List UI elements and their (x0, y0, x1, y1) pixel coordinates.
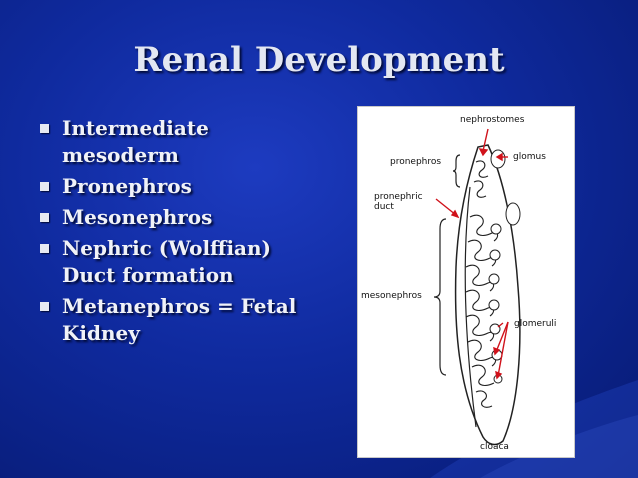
bullet-item: Metanephros = Fetal Kidney (40, 293, 330, 347)
bullet-list: Intermediate mesoderm Pronephros Mesonep… (40, 115, 330, 351)
bullet-item: Pronephros (40, 173, 330, 200)
slide-title: Renal Development (133, 40, 505, 80)
label-cloaca: cloaca (480, 442, 509, 452)
label-pronephric-duct-1: pronephric (374, 192, 423, 202)
square-bullet-icon (40, 213, 49, 222)
label-mesonephros: mesonephros (361, 291, 422, 301)
label-glomeruli: glomeruli (514, 319, 557, 329)
square-bullet-icon (40, 302, 49, 311)
label-nephrostomes: nephrostomes (460, 115, 525, 125)
square-bullet-icon (40, 124, 49, 133)
kidney-development-figure: nephrostomes pronephros glomus pronephri… (357, 106, 575, 458)
square-bullet-icon (40, 244, 49, 253)
label-glomus: glomus (513, 152, 546, 162)
bullet-item: Mesonephros (40, 204, 330, 231)
label-pronephros: pronephros (390, 157, 442, 167)
bullet-item: Intermediate mesoderm (40, 115, 330, 169)
label-pronephric-duct-2: duct (374, 202, 394, 212)
kidney-diagram (433, 128, 521, 446)
square-bullet-icon (40, 182, 49, 191)
bullet-item: Nephric (Wolffian) Duct formation (40, 235, 330, 289)
